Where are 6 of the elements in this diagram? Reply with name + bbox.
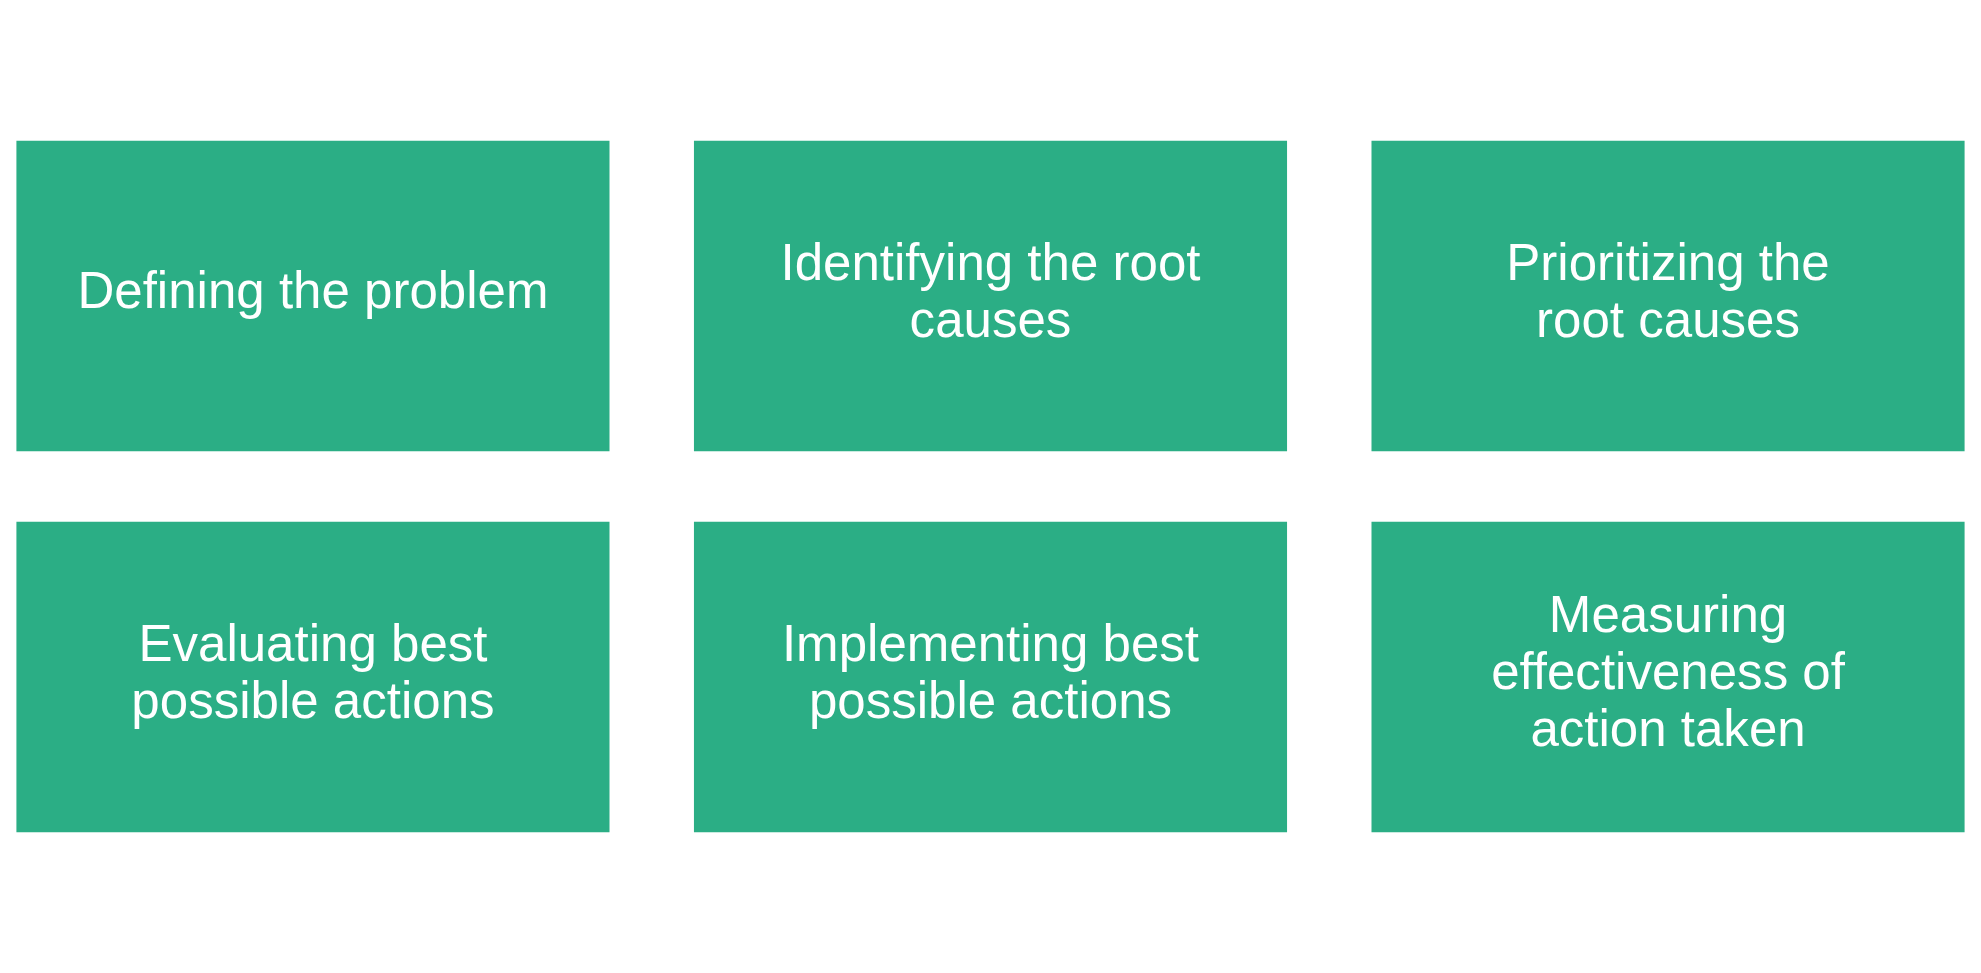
node-box: Identifying the root causes [693, 140, 1288, 452]
node-box: Defining the problem [16, 140, 610, 452]
node-box: Measuring effectiveness of action taken [1371, 521, 1965, 833]
node-box: Implementing best possible actions [693, 521, 1288, 833]
node-box: Evaluating best possible actions [16, 521, 610, 833]
node-box: Prioritizing the root causes [1371, 140, 1965, 452]
